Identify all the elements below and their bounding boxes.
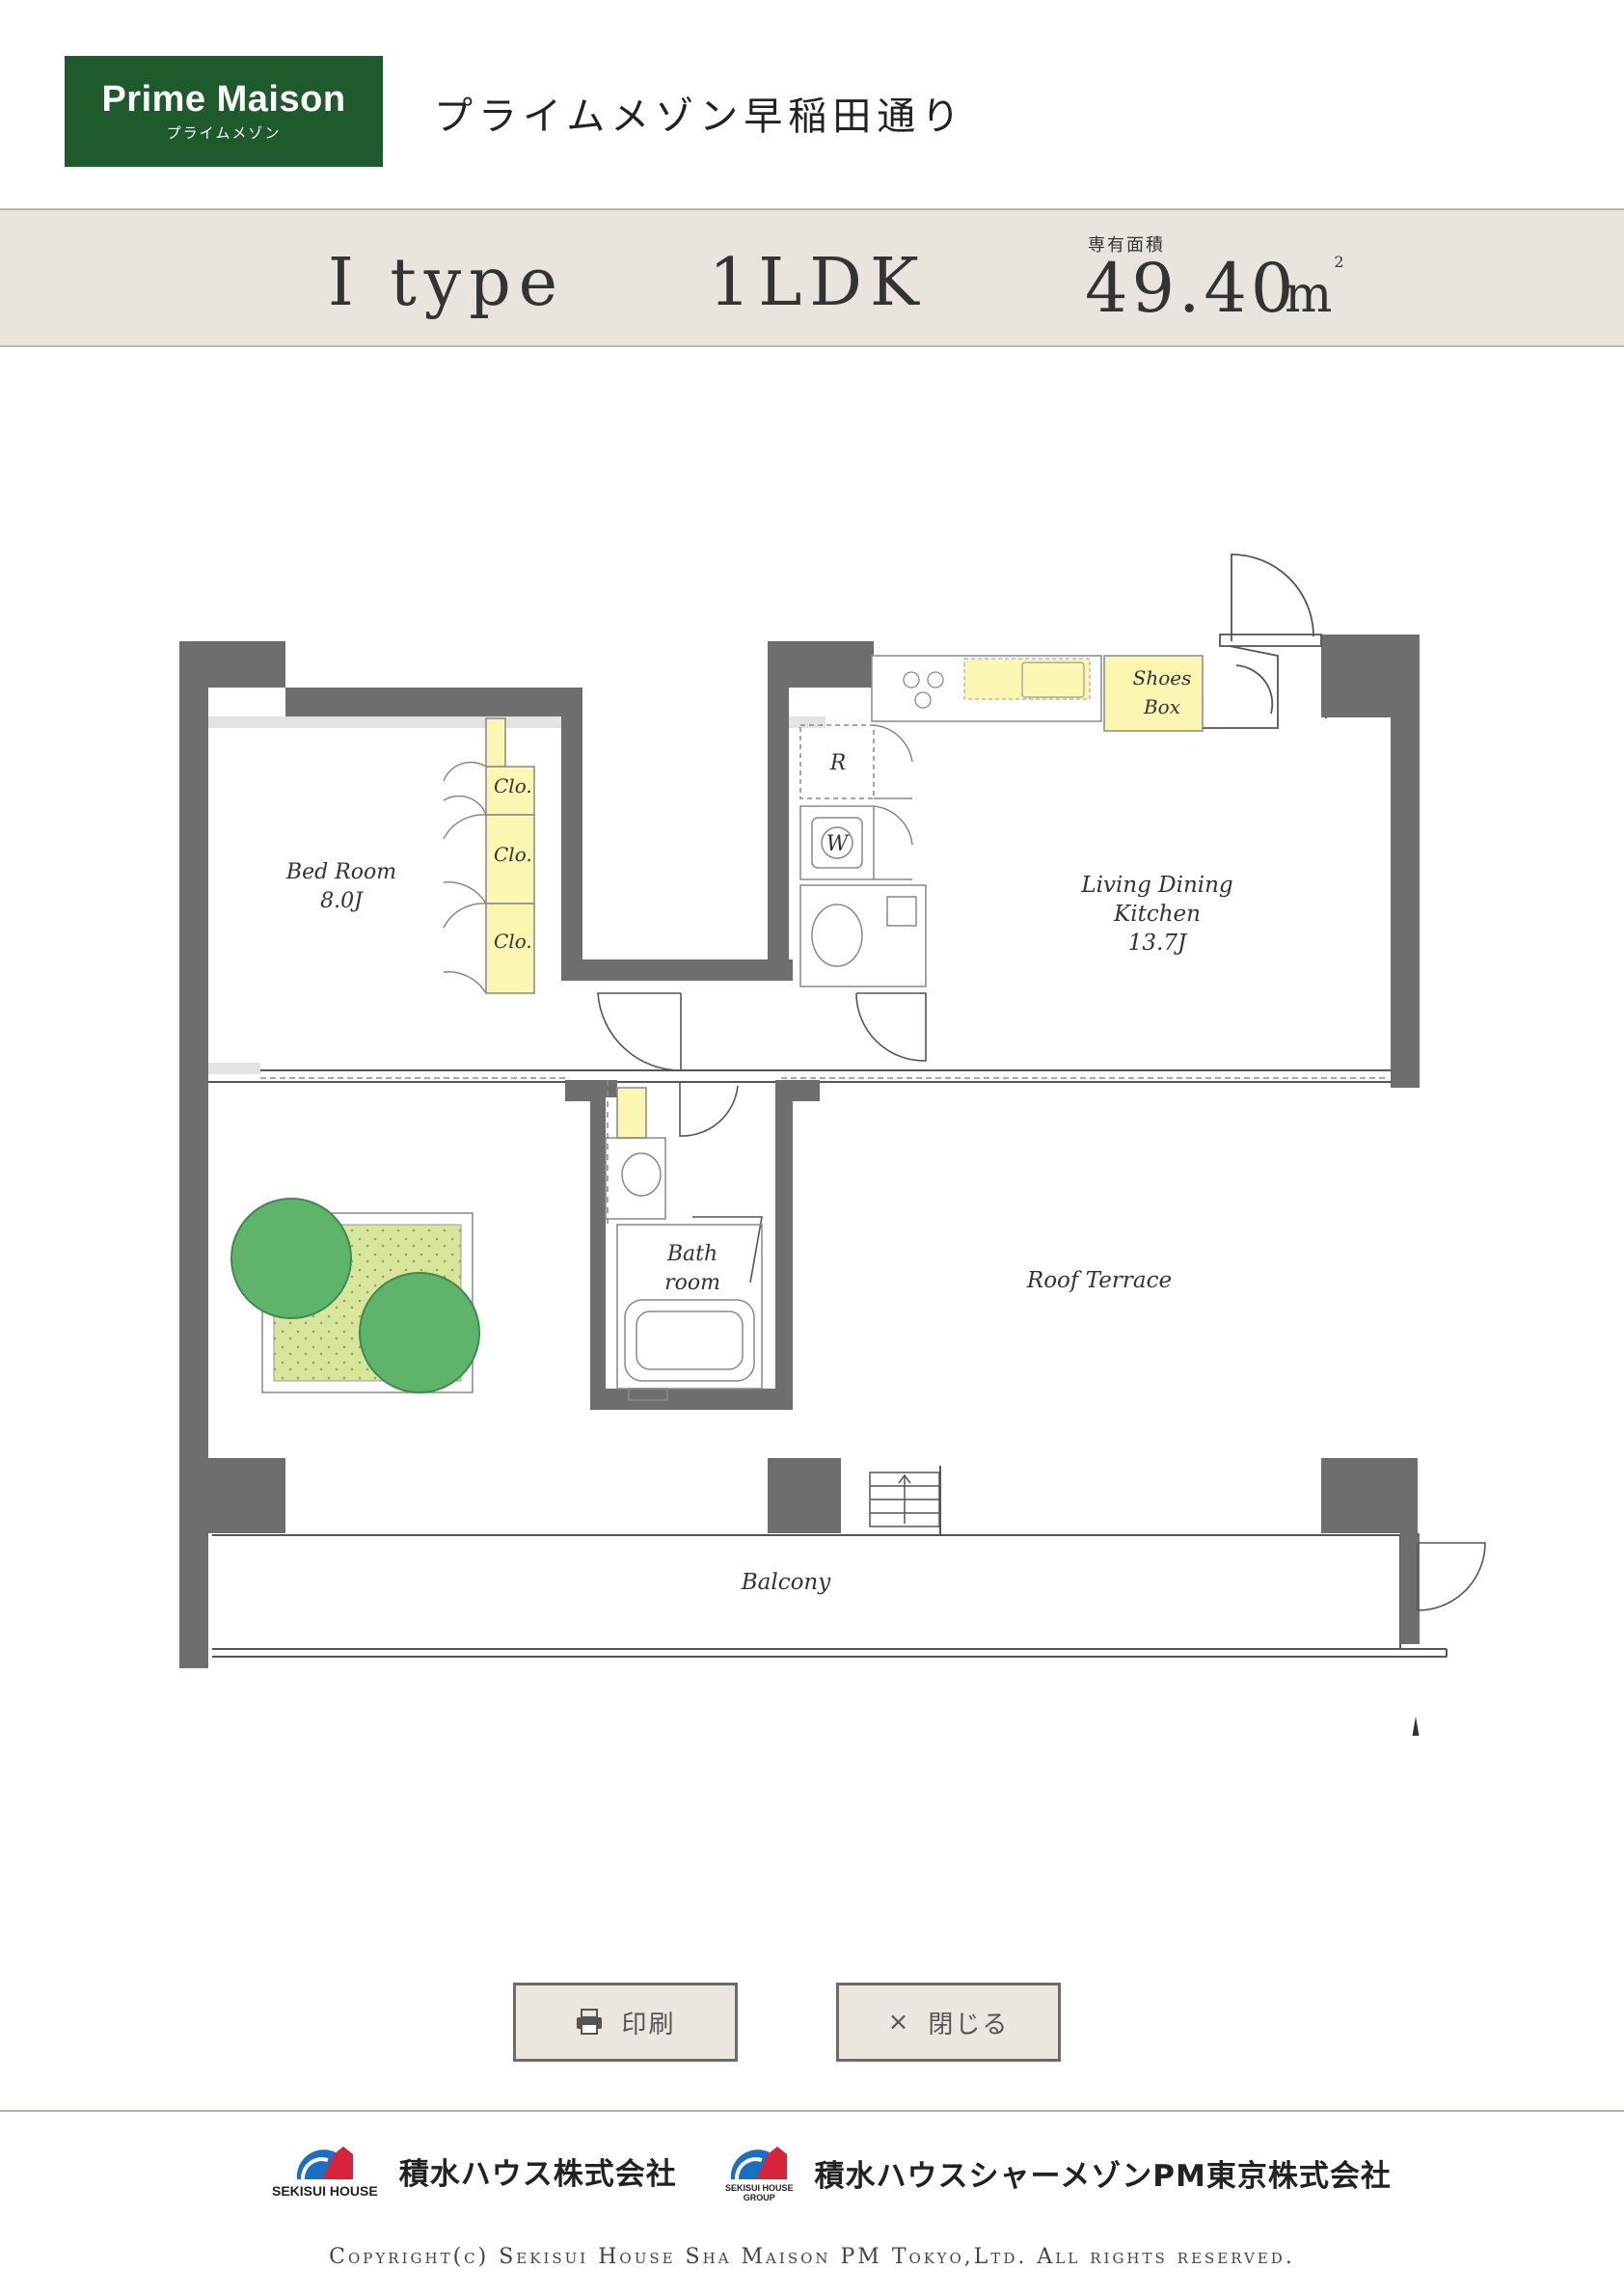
print-button[interactable]: 印刷 — [513, 1983, 738, 2062]
ldk-size: 13.7J — [1128, 931, 1188, 956]
closet-label-2: Clo. — [494, 843, 532, 866]
fridge-label: R — [829, 751, 847, 775]
area-label: 専有面積 — [1088, 235, 1165, 256]
copyright: Copyright(c) Sekisui House Sha Maison PM… — [329, 2245, 1295, 2269]
sekisui-house-group-logo-icon — [731, 2147, 788, 2180]
closet-group — [443, 717, 535, 994]
ldk-label-1: Living Dining — [1080, 873, 1232, 898]
group-mark-line-2: GROUP — [743, 2193, 775, 2202]
sekisui-house-mark-text: SEKISUI HOUSE — [272, 2183, 378, 2199]
closet-label-1: Clo. — [494, 774, 532, 797]
sekisui-house-logo-icon — [296, 2147, 353, 2180]
shoes-box-label-1: Shoes — [1133, 666, 1192, 689]
hallway-doors — [597, 992, 927, 1283]
compass-icon — [1412, 1716, 1420, 1736]
sekisui-house-logo: SEKISUI HOUSE — [272, 2143, 378, 2199]
entrance-door — [1203, 554, 1322, 729]
walls — [179, 635, 1420, 1668]
closet-label-3: Clo. — [494, 930, 532, 953]
printer-icon — [575, 2009, 604, 2036]
balcony-label: Balcony — [741, 1570, 832, 1595]
ldk-label-2: Kitchen — [1113, 902, 1201, 927]
tree-icon — [230, 1198, 480, 1393]
bathroom-label-1: Bath — [666, 1242, 717, 1266]
sekisui-house-group-logo: SEKISUI HOUSE GROUP — [725, 2143, 794, 2202]
sha-maison-company: SEKISUI HOUSE GROUP 積水ハウスシャーメゾンPM東京株式会社 — [725, 2143, 1392, 2202]
area-value: 49.40 — [1085, 249, 1298, 328]
unit-type-name: I type — [328, 245, 565, 321]
close-icon: × — [887, 2008, 911, 2037]
bath-fixtures — [605, 1080, 763, 1401]
group-mark-line-1: SEKISUI HOUSE — [725, 2183, 794, 2193]
balcony-gate — [1417, 1542, 1486, 1611]
prime-maison-logo: Prime Maison プライムメゾン — [65, 56, 383, 167]
bedroom-label: Bed Room — [285, 860, 396, 884]
company-2-name: 積水ハウスシャーメゾンPM東京株式会社 — [814, 2158, 1392, 2194]
floor-plan: Clo. Clo. Clo. Bed Room 8.0J Shoes Box R — [179, 554, 1486, 1736]
unit-type-band: I type 1LDK 専有面積 49.40 m2 — [0, 208, 1624, 347]
area-unit-base: m — [1285, 266, 1333, 324]
print-button-label: 印刷 — [621, 2010, 676, 2039]
kitchen-counter — [871, 655, 1102, 722]
roof-terrace-label: Roof Terrace — [1026, 1268, 1172, 1293]
close-button-label: 閉じる — [928, 2010, 1010, 2039]
sekisui-house-company: SEKISUI HOUSE 積水ハウス株式会社 — [272, 2143, 677, 2199]
footer-divider — [0, 2110, 1624, 2112]
company-1-name: 積水ハウス株式会社 — [398, 2156, 677, 2192]
logo-main-text: Prime Maison — [101, 79, 346, 120]
balcony-steps — [869, 1472, 940, 1527]
area-unit: m2 — [1285, 253, 1344, 324]
shoes-box — [1103, 655, 1204, 732]
unit-layout: 1LDK — [709, 245, 927, 321]
utility-column — [799, 724, 927, 987]
close-button[interactable]: × 閉じる — [836, 1983, 1061, 2062]
washer-label: W — [826, 832, 851, 856]
wall-caps — [208, 716, 826, 1074]
shoes-box-label-2: Box — [1143, 695, 1180, 718]
sekisui-house-group-mark-text: SEKISUI HOUSE GROUP — [725, 2183, 794, 2202]
area-unit-superscript: 2 — [1334, 252, 1344, 271]
building-name: プライムメゾン早稲田通り — [434, 95, 966, 139]
logo-sub-text: プライムメゾン — [166, 124, 282, 142]
bedroom-size: 8.0J — [320, 889, 364, 913]
bathroom-label-2: room — [664, 1271, 720, 1295]
